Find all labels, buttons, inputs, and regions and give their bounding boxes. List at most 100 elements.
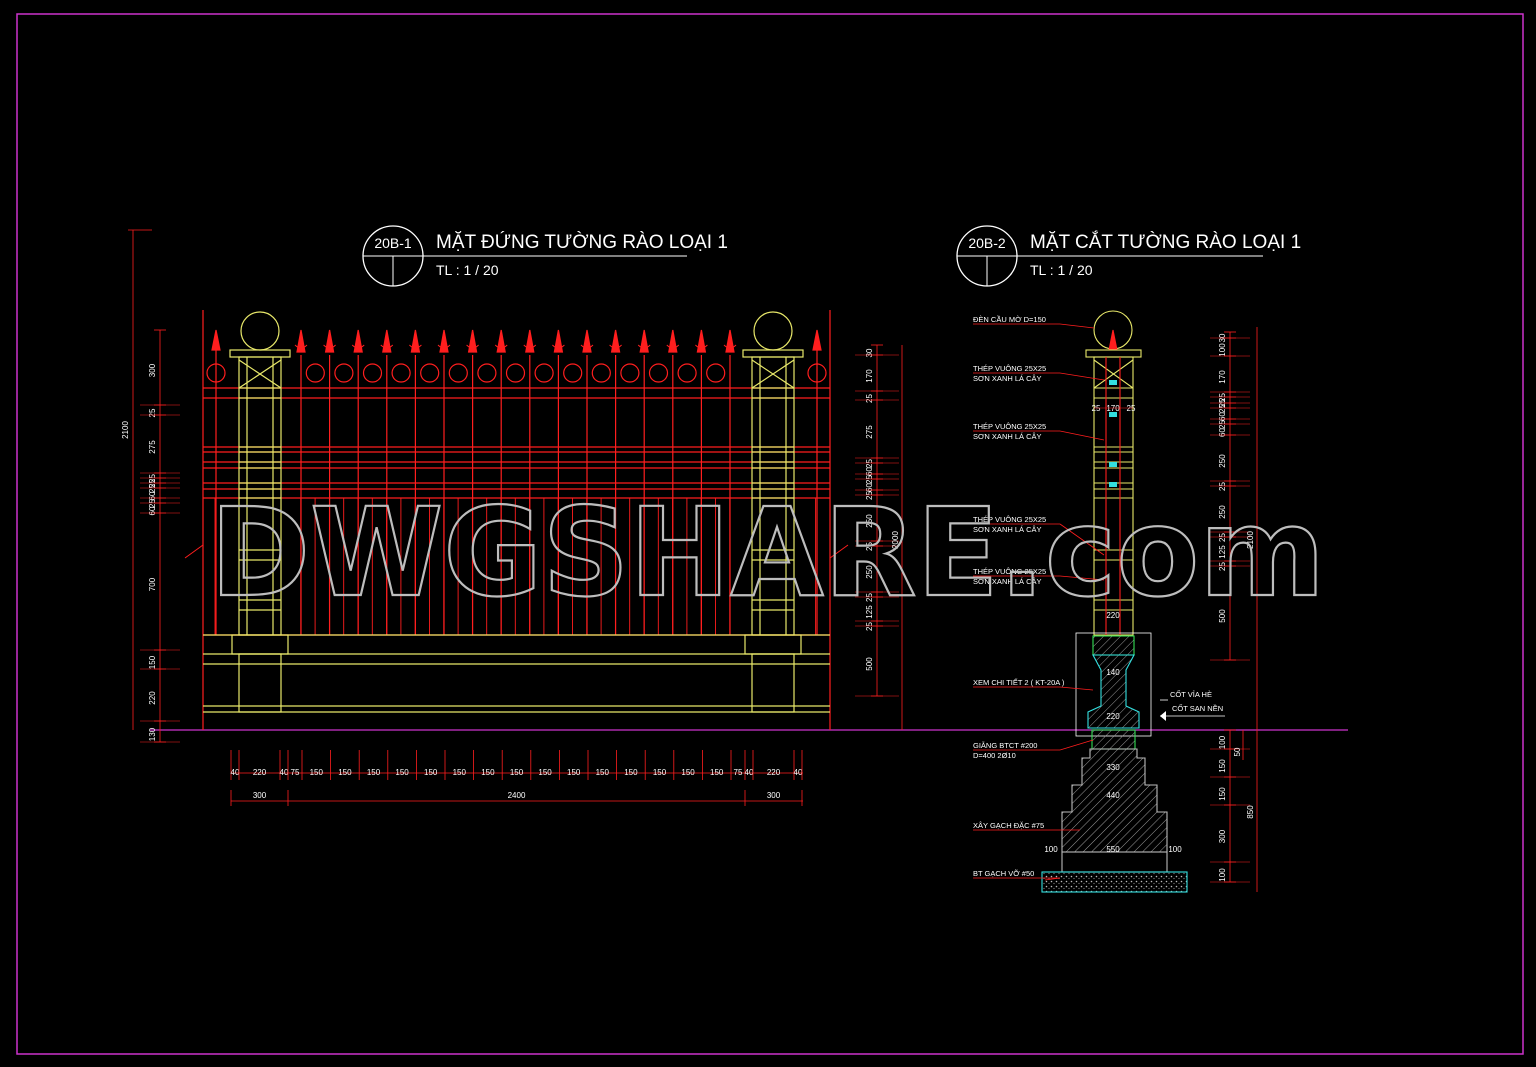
pillar-plinth: [238, 653, 282, 713]
decorative-ring: [305, 363, 325, 383]
section-gravel-concrete: [1041, 871, 1188, 893]
watermark: DWGSHARE.com: [210, 482, 1325, 624]
section-upper-dim-label: 125: [1218, 545, 1227, 559]
bottom-row2-label: 300: [767, 791, 781, 800]
bottom-row1-label: 40: [794, 768, 803, 777]
bottom-row2-label: 2400: [508, 791, 526, 800]
section-upper-dim-label: 60: [1218, 412, 1227, 421]
left-dim-label: 150: [148, 655, 157, 669]
callout-leader: [1059, 523, 1105, 556]
section-upper-dim-label: 250: [1218, 454, 1227, 468]
pillar-plinth: [751, 653, 795, 713]
section-plinth-top: [1092, 635, 1135, 656]
callout-text: THÉP VUÔNG 25X25: [973, 567, 1046, 576]
decorative-ring: [591, 363, 611, 383]
elevation-title: MẶT ĐỨNG TƯỜNG RÀO LOẠI 1: [436, 231, 728, 253]
right-dim-label: 60: [865, 467, 874, 476]
picket-spear-tip: [324, 329, 335, 353]
decorative-ring: [807, 363, 827, 383]
bottom-row1-label: 75: [291, 768, 300, 777]
picket-spear-tip: [382, 329, 392, 353]
section-lower-dim-label: 150: [1218, 759, 1227, 773]
pillar-cap: [742, 349, 804, 358]
right-dim-label: 25: [865, 394, 874, 403]
picket-spear-tip: [439, 329, 449, 353]
bottom-row1-label: 150: [538, 768, 552, 777]
section-upper-dim-label: 250: [1218, 505, 1227, 519]
callout-leader: [1044, 877, 1061, 881]
picket-collar: [723, 344, 737, 349]
section-cap: [1085, 349, 1142, 358]
picket-collar: [437, 344, 451, 349]
right-dim-label: 275: [865, 425, 874, 439]
decorative-ring: [420, 363, 440, 383]
picket-spear-tip: [496, 329, 506, 353]
leader: [184, 544, 204, 559]
right-dim-label: 30: [865, 348, 874, 357]
picket-spear-tip: [553, 329, 564, 353]
left-dim-label: 220: [148, 691, 157, 705]
callout-subtext: SƠN XANH LÁ CÂY: [973, 577, 1042, 586]
callout-leader: [1059, 372, 1105, 381]
left-dim-label: 275: [148, 440, 157, 454]
fence-red-ironwork: [202, 310, 831, 730]
bottom-row1-label: 150: [338, 768, 352, 777]
right-dim-label: 170: [865, 369, 874, 383]
bottom-row1-label: 150: [367, 768, 381, 777]
inner-dim-label: 25: [1127, 404, 1136, 413]
outer-spear-tip: [812, 329, 822, 351]
inner-dim-label: 100: [1168, 845, 1182, 854]
bottom-row1-label: 220: [253, 768, 267, 777]
picket-spear-tip: [639, 329, 649, 353]
elevation-title-block: 20B-1 MẶT ĐỨNG TƯỜNG RÀO LOẠI 1 TL : 1 /…: [362, 225, 728, 287]
picket-collar: [494, 344, 508, 349]
left-dim-label: 700: [148, 577, 157, 591]
decorative-ring: [448, 363, 468, 383]
picket-collar: [466, 344, 479, 349]
bottom-row1-label: 40: [231, 768, 240, 777]
picket-spear-tip: [582, 329, 592, 353]
left-dim-label: 25: [148, 408, 157, 417]
callout-text: THÉP VUÔNG 25X25: [973, 422, 1046, 431]
picket-collar: [409, 344, 422, 349]
section-lower-dim-label: 100: [1218, 735, 1227, 749]
level-label-ground: CỐT SAN NỀN: [1172, 703, 1223, 713]
decorative-ring: [563, 363, 583, 383]
picket-collar: [523, 344, 537, 349]
section-tie-beam: [1091, 729, 1136, 750]
decorative-ring: [706, 363, 726, 383]
section-steel-marker: [1109, 462, 1117, 467]
right-dim-label: 60: [865, 483, 874, 492]
decorative-ring: [362, 363, 383, 383]
callout-subtext: SƠN XANH LÁ CÂY: [973, 374, 1042, 383]
picket-collar: [609, 344, 622, 349]
pillar-ball-right: [753, 311, 793, 351]
section-upper-dim-label: 60: [1218, 428, 1227, 437]
decorative-ring: [477, 363, 497, 383]
left-total-label: 2100: [121, 421, 130, 439]
picket-spear-tip: [725, 329, 735, 353]
section-lower-dim-label: 300: [1218, 829, 1227, 843]
decorative-ring: [206, 363, 226, 383]
bottom-row2-label: 300: [253, 791, 267, 800]
left-dim-label: 60: [148, 506, 157, 515]
pillar-cap: [229, 349, 291, 358]
sheet-border: [16, 13, 1524, 1055]
pillar-base: [231, 634, 289, 655]
picket-collar: [380, 344, 394, 349]
picket-collar: [666, 344, 680, 349]
decorative-ring: [334, 363, 354, 383]
picket-spear-tip: [467, 329, 478, 353]
elevation-tag: 20B-1: [374, 235, 412, 251]
bottom-row1-label: 150: [395, 768, 409, 777]
picket-collar: [637, 344, 651, 349]
leader: [829, 544, 849, 559]
section-shaft: [1093, 356, 1134, 636]
section-steel-marker: [1109, 482, 1117, 487]
section-upper-dim-label: 170: [1218, 370, 1227, 384]
